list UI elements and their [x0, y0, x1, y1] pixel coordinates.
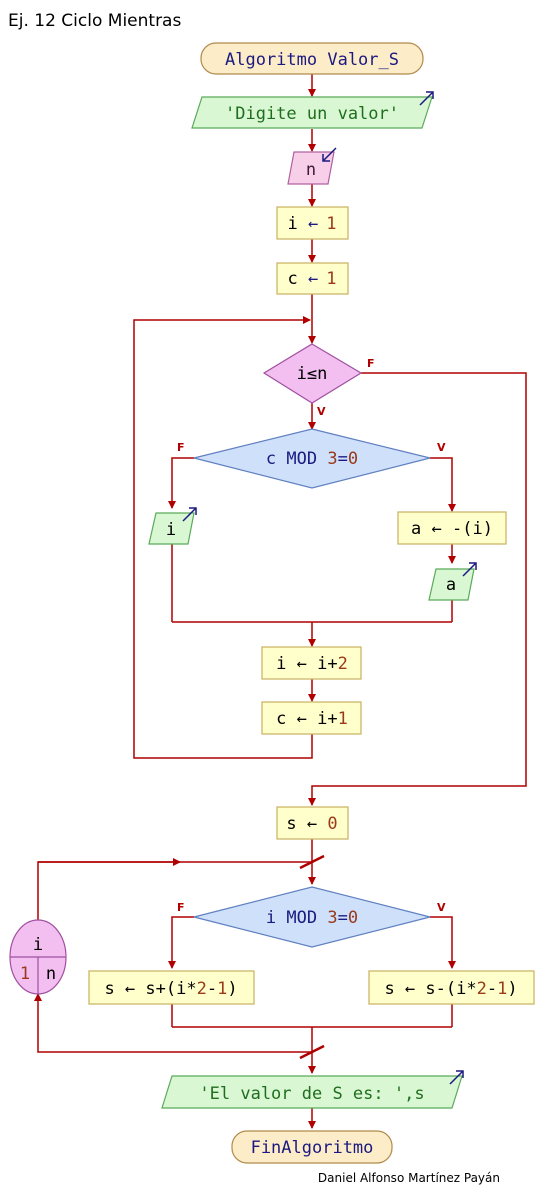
- input-n: n: [287, 147, 337, 185]
- while-cond-label: i≤n: [297, 364, 328, 384]
- end-terminal: FinAlgoritmo: [231, 1130, 393, 1164]
- for-loop-node: i 1 n: [9, 919, 67, 995]
- input-n-label: n: [306, 160, 316, 180]
- mod2-a: i MOD: [266, 908, 327, 928]
- decision-c-mod: c MOD 3=0 F V: [177, 428, 446, 489]
- loop-mark-bottom: [299, 1044, 325, 1060]
- end-label: FinAlgoritmo: [251, 1138, 374, 1158]
- svg-text:s ← s+(i*2-1): s ← s+(i*2-1): [104, 979, 237, 999]
- inc-c-b: 1: [338, 709, 348, 729]
- process-assign-a: a ← -(i): [397, 511, 507, 545]
- output-a-label: a: [446, 575, 456, 595]
- svg-text:i ←1: i ← 1: [288, 214, 337, 234]
- svg-text:i ← i+2: i ← i+2: [276, 654, 348, 674]
- mod-true-label: V: [437, 441, 446, 454]
- assign-i-val: 1: [326, 214, 336, 234]
- assign-i-arrow: ←: [308, 214, 318, 234]
- mod2-true-label: V: [437, 901, 446, 914]
- svg-text:c ←1: c ← 1: [288, 269, 337, 289]
- mod-c: =: [338, 449, 348, 469]
- connectors: [34, 74, 527, 1129]
- decision-i-mod: i MOD 3=0 F V: [177, 886, 446, 948]
- s-minus-c: -: [487, 979, 497, 999]
- inc-c-a: c ← i+: [276, 709, 337, 729]
- mod2-c: =: [338, 908, 348, 928]
- svg-text:s ← 0: s ← 0: [286, 814, 337, 834]
- inc-i-a: i ← i+: [276, 654, 337, 674]
- while-true-label: V: [317, 405, 326, 418]
- for-to-label: n: [46, 964, 56, 984]
- s-minus-e: ): [507, 979, 517, 999]
- inc-i-b: 2: [338, 654, 348, 674]
- output-final: 'El valor de S es: ',s: [161, 1070, 464, 1109]
- s-minus-d: 1: [497, 979, 507, 999]
- output-a: a: [428, 562, 477, 601]
- mod-false-label: F: [177, 441, 185, 454]
- svg-text:s ← s-(i*2-1): s ← s-(i*2-1): [384, 979, 517, 999]
- mod2-b: 3: [327, 908, 337, 928]
- assign-c-var: c: [288, 269, 308, 289]
- process-assign-c: c ← 1: [276, 262, 349, 295]
- output-arrow-icon: [419, 91, 434, 106]
- output-i: i: [148, 507, 197, 545]
- start-label: Algoritmo Valor_S: [225, 50, 399, 70]
- process-assign-i: i ← 1: [276, 206, 349, 240]
- svg-text:i MOD 3=0: i MOD 3=0: [266, 908, 358, 928]
- s-plus-a: s ← s+(i*: [104, 979, 196, 999]
- assign-a-label: a ← -(i): [411, 519, 493, 539]
- for-from-label: 1: [20, 964, 30, 984]
- s-plus-d: 1: [217, 979, 227, 999]
- output-prompt: 'Digite un valor': [191, 91, 434, 129]
- loop-mark-top: [299, 854, 325, 870]
- output-final-label: 'El valor de S es: ',s: [199, 1084, 424, 1104]
- input-arrow-icon: [322, 147, 337, 162]
- s-plus-b: 2: [197, 979, 207, 999]
- output-arrow-icon: [182, 507, 197, 522]
- assign-s-a: s ←: [286, 814, 327, 834]
- svg-text:c ← i+1: c ← i+1: [276, 709, 348, 729]
- process-assign-s: s ← 0: [276, 806, 349, 840]
- mod2-false-label: F: [177, 901, 185, 914]
- assign-c-arrow: ←: [308, 269, 318, 289]
- mod-a: c MOD: [266, 449, 327, 469]
- svg-text:c MOD 3=0: c MOD 3=0: [266, 449, 358, 469]
- s-minus-b: 2: [477, 979, 487, 999]
- while-false-label: F: [367, 357, 375, 370]
- diagram-title: Ej. 12 Ciclo Mientras: [8, 11, 181, 31]
- mod2-d: 0: [348, 908, 358, 928]
- process-inc-c: c ← i+1: [261, 701, 362, 735]
- process-inc-i: i ← i+2: [261, 646, 362, 680]
- s-minus-a: s ← s-(i*: [384, 979, 476, 999]
- output-arrow-icon: [449, 1070, 464, 1085]
- assign-i-var: i: [288, 214, 308, 234]
- mod-d: 0: [348, 449, 358, 469]
- assign-c-val: 1: [326, 269, 336, 289]
- output-arrow-icon: [462, 562, 477, 577]
- author-credit: Daniel Alfonso Martínez Payán: [318, 1171, 500, 1185]
- mod-b: 3: [327, 449, 337, 469]
- output-prompt-label: 'Digite un valor': [225, 104, 399, 124]
- s-plus-c: -: [207, 979, 217, 999]
- assign-s-b: 0: [327, 814, 337, 834]
- process-s-minus: s ← s-(i*2-1): [368, 970, 535, 1005]
- start-terminal: Algoritmo Valor_S: [200, 42, 424, 75]
- s-plus-e: ): [227, 979, 237, 999]
- output-i-label: i: [166, 520, 176, 540]
- for-var-label: i: [33, 935, 43, 955]
- process-s-plus: s ← s+(i*2-1): [88, 970, 255, 1005]
- decision-while: i≤n F V: [262, 343, 375, 418]
